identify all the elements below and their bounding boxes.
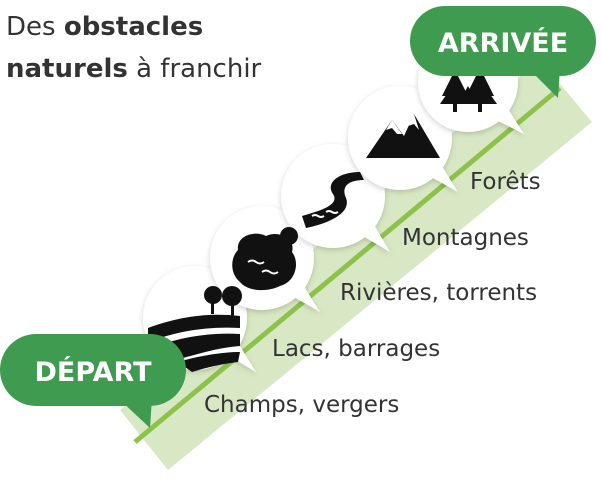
heading-bold-text: naturels [6, 54, 128, 84]
forest-icon [440, 68, 497, 112]
step-label: Lacs, barrages [272, 336, 441, 362]
end-bubble: ARRIVÉE [410, 6, 596, 98]
start-label: DÉPART [34, 356, 152, 388]
end-label: ARRIVÉE [438, 27, 568, 59]
river-icon [302, 172, 364, 228]
step-label: Rivières, torrents [340, 280, 538, 306]
heading-bold-text: obstacles [63, 12, 204, 42]
lake-icon [232, 227, 298, 291]
path-line [133, 86, 562, 444]
step-label: Montagnes [402, 225, 529, 251]
mountain-icon [366, 114, 440, 158]
step-label: Forêts [470, 169, 541, 195]
step-label: Champs, vergers [204, 392, 400, 418]
heading-text: à franchir [127, 54, 262, 84]
diagram-heading: Des obstacles naturels à franchir [6, 6, 261, 90]
start-bubble: DÉPART [0, 334, 186, 428]
heading-text: Des [6, 12, 64, 42]
